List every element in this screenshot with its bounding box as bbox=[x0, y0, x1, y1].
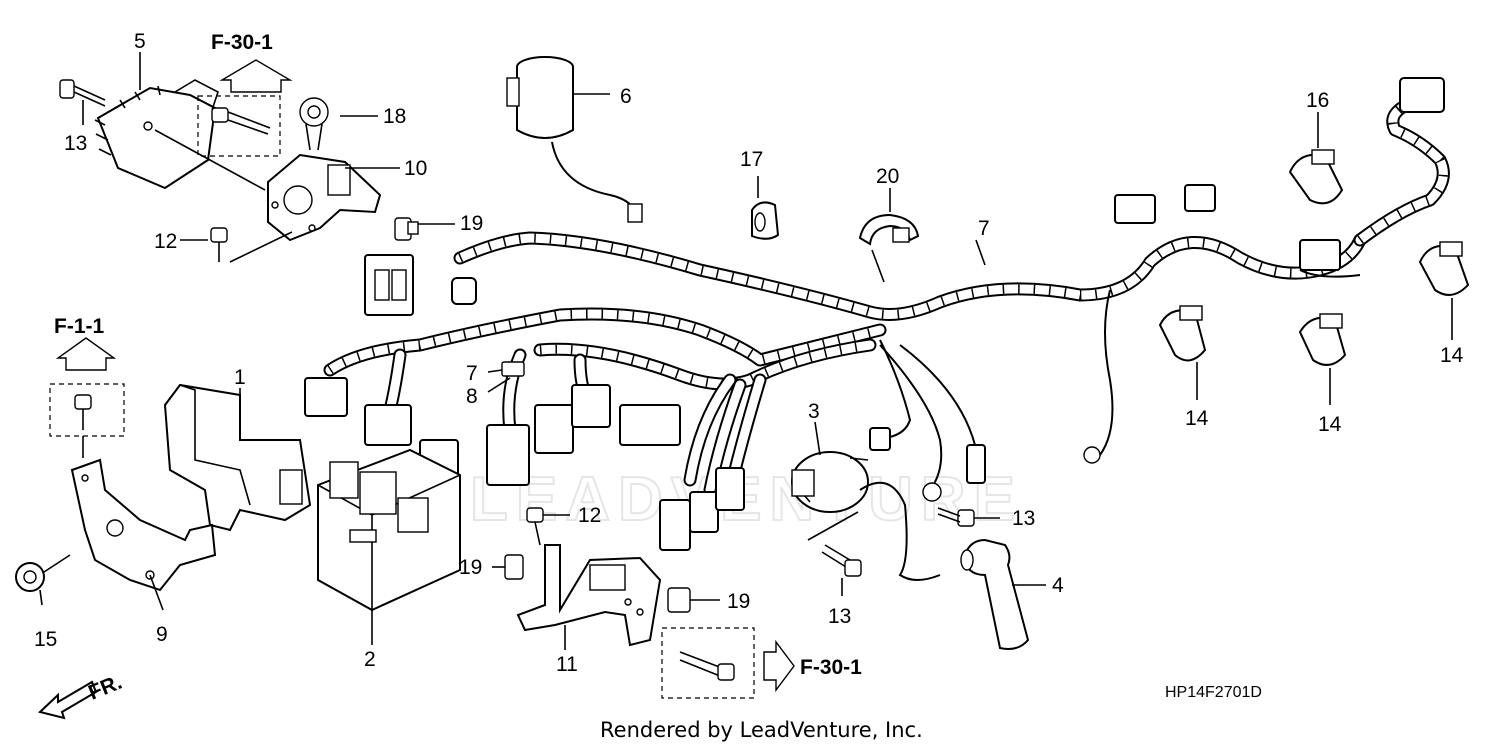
watermark-text: LEADVENTURE bbox=[470, 465, 1023, 534]
callout-16: 16 bbox=[1306, 89, 1329, 112]
front-arrow-icon bbox=[37, 680, 98, 720]
callout-19-top: 19 bbox=[460, 212, 483, 235]
reference-label-left[interactable]: F-1-1 bbox=[54, 315, 104, 338]
reference-label-bottom[interactable]: F-30-1 bbox=[800, 656, 862, 679]
clip-part-19-bottom-left[interactable] bbox=[504, 554, 524, 580]
callout-14-b: 14 bbox=[1318, 413, 1342, 436]
callout-10: 10 bbox=[404, 157, 427, 180]
grommet-part-17[interactable] bbox=[751, 201, 780, 240]
callout-5: 5 bbox=[134, 30, 146, 53]
bolt-part-13-coil[interactable] bbox=[937, 507, 1000, 527]
bolt-in-reference-box-bottom bbox=[679, 651, 735, 681]
callout-11: 11 bbox=[556, 653, 578, 676]
callout-12-top: 12 bbox=[154, 230, 177, 253]
callout-6: 6 bbox=[620, 85, 632, 108]
bolt-part-13-top-left[interactable] bbox=[59, 79, 106, 107]
arrow-up-icon-left bbox=[55, 337, 117, 371]
credit-text: Rendered by LeadVenture, Inc. bbox=[600, 718, 923, 742]
callout-8: 8 bbox=[466, 385, 478, 408]
band-part-14-a[interactable] bbox=[1158, 305, 1207, 362]
clamp-part-20[interactable] bbox=[858, 213, 920, 283]
clip-part-15[interactable] bbox=[15, 554, 71, 606]
band-part-14-c[interactable] bbox=[1418, 241, 1470, 296]
callout-20: 20 bbox=[876, 165, 899, 188]
reference-box-left bbox=[49, 383, 125, 437]
callout-13-bottom: 13 bbox=[828, 605, 851, 628]
callout-19-bottom-right: 19 bbox=[727, 590, 750, 613]
callout-9: 9 bbox=[156, 623, 168, 646]
band-part-16[interactable] bbox=[1288, 149, 1344, 205]
callout-13-top-left: 13 bbox=[64, 132, 87, 155]
ignition-coil-part-3[interactable] bbox=[791, 451, 941, 581]
band-part-14-b[interactable] bbox=[1298, 313, 1347, 366]
clip-part-19-bottom-right[interactable] bbox=[667, 587, 691, 613]
wire-harness-part-7[interactable] bbox=[304, 77, 1450, 551]
clip-part-19-top[interactable] bbox=[394, 217, 419, 241]
ecu-cover-part-1[interactable] bbox=[163, 383, 312, 532]
callout-1: 1 bbox=[234, 366, 246, 389]
connector-part-7-8[interactable] bbox=[501, 361, 525, 377]
screw-part-12-top[interactable] bbox=[210, 227, 228, 262]
callout-2: 2 bbox=[364, 648, 376, 671]
ecu-module-part-2[interactable] bbox=[317, 448, 461, 612]
capacitor-part-6[interactable] bbox=[506, 56, 643, 223]
bolt-in-reference-box-top bbox=[211, 107, 271, 135]
arrow-up-icon bbox=[219, 59, 293, 93]
callout-3: 3 bbox=[808, 400, 820, 423]
callout-13-coil: 13 bbox=[1012, 507, 1035, 530]
callout-7-connector: 7 bbox=[466, 362, 478, 385]
spark-plug-cap-part-4[interactable] bbox=[960, 538, 1030, 650]
bolt-in-reference-box-left bbox=[74, 394, 92, 430]
callout-15: 15 bbox=[34, 628, 57, 651]
arrow-right-icon bbox=[763, 639, 795, 693]
drawing-code: HP14F2701D bbox=[1165, 684, 1262, 701]
callout-7-harness: 7 bbox=[978, 217, 990, 240]
callout-19-bottom-left: 19 bbox=[459, 556, 482, 579]
front-marker-label: FR. bbox=[85, 671, 125, 705]
screw-part-12-bottom[interactable] bbox=[526, 507, 570, 546]
callout-17: 17 bbox=[740, 148, 763, 171]
callout-14-c: 14 bbox=[1440, 344, 1464, 367]
bracket-part-11[interactable] bbox=[516, 544, 662, 647]
bolt-part-13-bottom[interactable] bbox=[821, 544, 862, 596]
callout-18: 18 bbox=[383, 105, 406, 128]
bracket-part-9[interactable] bbox=[70, 458, 217, 592]
callout-12-bottom: 12 bbox=[578, 504, 601, 527]
callout-14-a: 14 bbox=[1185, 407, 1209, 430]
clip-part-18[interactable] bbox=[299, 97, 329, 151]
reference-box-bottom bbox=[661, 627, 755, 699]
regulator-rectifier-part-5[interactable] bbox=[94, 79, 219, 190]
reference-label-top[interactable]: F-30-1 bbox=[211, 31, 273, 54]
ignition-module-bracket-part-10[interactable] bbox=[267, 153, 382, 242]
reference-box-top bbox=[197, 95, 281, 157]
callout-4: 4 bbox=[1052, 574, 1064, 597]
